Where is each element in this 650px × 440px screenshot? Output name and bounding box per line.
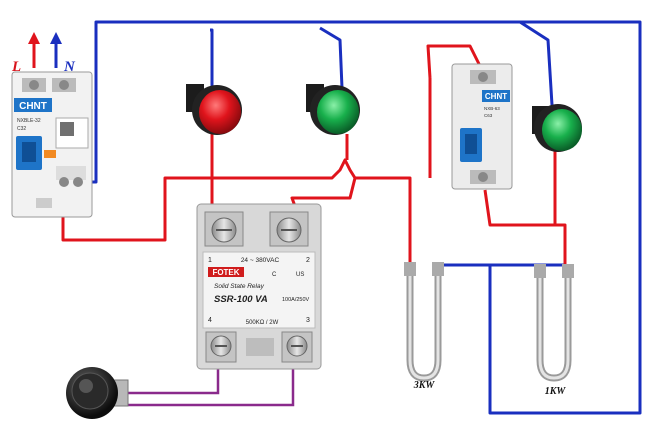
ssr-term-1: 1 (208, 257, 212, 264)
neutral-label: N (63, 59, 76, 75)
ssr-term-2: 2 (306, 257, 310, 264)
heater-3kw-label: 3KW (413, 380, 436, 391)
ssr-term-3: 3 (306, 317, 310, 324)
ssr-cert-us: US (296, 272, 304, 278)
potentiometer-knob-icon (66, 367, 129, 419)
main-breaker-model: NXBLE-32 (17, 118, 41, 124)
live-arrow-icon (28, 32, 40, 68)
small-breaker-model: NXB-63 (484, 106, 500, 111)
ssr-brand: FOTEK (212, 268, 239, 277)
indicator-lamp-red-icon (186, 84, 242, 135)
ssr-model: SSR-100 VA (214, 294, 268, 305)
heater-1kw-label: 1KW (545, 386, 567, 397)
ssr-resistance: 500KΩ / 2W (246, 320, 279, 326)
small-breaker-brand: CHNT (485, 92, 507, 101)
main-breaker-rating: C32 (17, 126, 26, 132)
ssr-title: Solid State Relay (214, 283, 265, 290)
solid-state-relay: 1 2 24 ~ 380VAC FOTEK C US Solid State R… (196, 203, 322, 370)
main-breaker: CHNT NXBLE-32 C32 (11, 71, 93, 218)
live-label: L (11, 59, 21, 75)
ssr-term-4: 4 (208, 317, 212, 324)
small-breaker-rating: C63 (484, 113, 493, 118)
ssr-cert-c: C (272, 272, 277, 278)
small-breaker: CHNT NXB-63 C63 (451, 63, 513, 190)
main-breaker-brand: CHNT (19, 101, 47, 112)
ssr-voltage: 24 ~ 380VAC (241, 257, 280, 264)
heater-1kw-icon (534, 264, 574, 382)
neutral-arrow-icon (50, 32, 62, 68)
indicator-lamp-green-1-icon (306, 84, 360, 135)
ssr-current: 100A/250V (282, 297, 310, 303)
neutral-wires (80, 20, 642, 415)
heater-3kw-icon (404, 262, 444, 382)
indicator-lamp-green-2-icon (532, 104, 582, 152)
